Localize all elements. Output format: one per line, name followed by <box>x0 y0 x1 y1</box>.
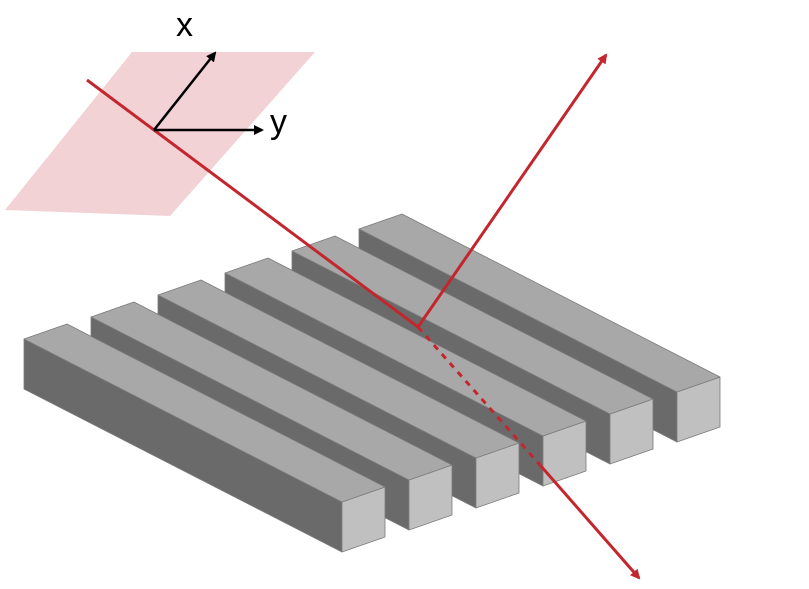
grating-bar-top <box>157 279 520 459</box>
reflected-beam <box>416 53 608 328</box>
grating-bar-top <box>291 235 654 415</box>
grating-bar-top <box>224 257 587 437</box>
grating-bars <box>23 213 721 553</box>
grating-bar <box>23 323 386 553</box>
transmitted-beam <box>538 464 641 580</box>
incident-beam <box>86 78 419 329</box>
grating-bar-top <box>23 323 386 503</box>
grating-bar-top <box>358 213 721 393</box>
y-axis-label: y <box>270 103 287 141</box>
x-axis-arrow <box>153 51 217 131</box>
grating-bar-top <box>90 301 453 481</box>
x-axis-label: x <box>176 6 193 44</box>
